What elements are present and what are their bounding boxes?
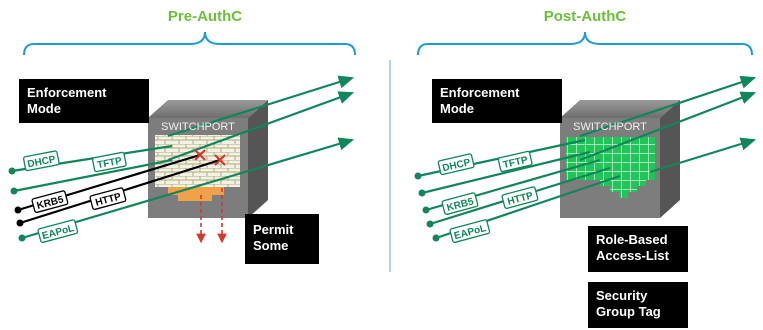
right-tag-eapol: EAPoL	[453, 223, 488, 242]
rbacl-line-2: Access-List	[596, 248, 669, 263]
left-tag-tftp: TFTP	[96, 156, 123, 172]
rbacl-line-1: Role-Based	[596, 232, 668, 247]
right-output-arrows	[579, 75, 757, 174]
post-authc-title: Post-AuthC	[543, 8, 627, 25]
left-switchport-box	[148, 100, 268, 218]
left-mode-line-1: Enforcement	[27, 85, 107, 100]
permit-line-2: Some	[253, 238, 289, 253]
left-enforcement-mode-label: Enforcement Mode	[19, 79, 149, 123]
right-mode-line-2: Mode	[440, 101, 474, 116]
right-brace	[417, 31, 753, 56]
pre-authc-title: Pre-AuthC	[167, 8, 243, 25]
left-tag-eapol: EAPoL	[41, 223, 76, 242]
left-output-arrows	[167, 75, 355, 177]
sgt-line-2: Group Tag	[596, 304, 661, 319]
left-switchport-label: SWITCHPORT	[161, 121, 235, 133]
left-deny-marks	[194, 149, 226, 166]
security-group-tag-label: Security Group Tag	[588, 282, 688, 328]
right-protocol-tags: DHCP TFTP KRB5 HTTP EAPoL	[437, 150, 539, 244]
left-mode-line-2: Mode	[27, 101, 61, 116]
left-tag-dhcp: DHCP	[27, 154, 57, 170]
right-switchport-box	[560, 100, 680, 218]
permit-some-label: Permit Some	[245, 214, 319, 264]
right-mode-line-1: Enforcement	[440, 85, 520, 100]
left-brace	[23, 31, 356, 56]
right-enforcement-mode-label: Enforcement Mode	[432, 79, 562, 123]
role-based-access-list-label: Role-Based Access-List	[588, 226, 688, 272]
permit-line-1: Permit	[253, 222, 294, 237]
right-switchport-label: SWITCHPORT	[573, 121, 647, 133]
left-permit-arrows	[196, 188, 227, 244]
left-protocol-tags: DHCP TFTP KRB5 HTTP EAPoL	[22, 150, 127, 244]
left-input-dots	[8, 167, 26, 242]
right-input-dots	[414, 172, 440, 242]
sgt-line-1: Security	[596, 288, 648, 303]
